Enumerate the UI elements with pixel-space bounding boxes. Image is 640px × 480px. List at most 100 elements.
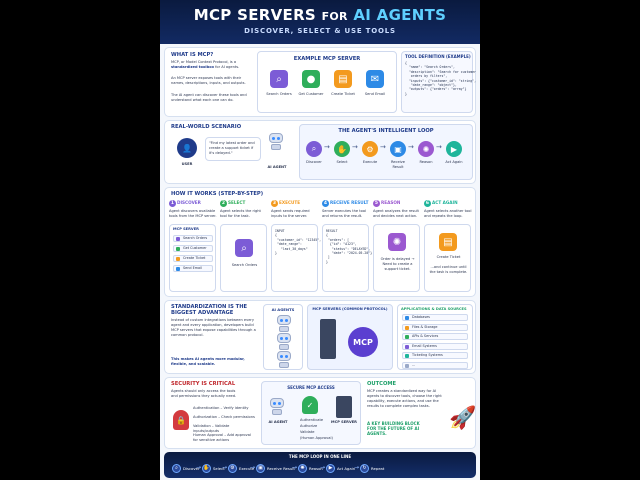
what-paragraph-1: MCP, or Model Context Protocol, is a sta… [171,60,240,69]
step-description: Agent analyzes the result and decides ne… [373,209,419,218]
arrow-right-icon: → [352,143,358,151]
security-outcome-section: SECURITY IS CRITICAL Agents should only … [164,377,476,449]
tool-label: Search Orders [266,92,292,96]
arrow-right-icon: → [196,464,202,471]
app-source-item: Databases [402,314,468,321]
app-source-item: ... [402,361,468,369]
loop-step-label: Receive Result [390,160,406,169]
footer-loop-item: ▶Act Again [326,463,355,473]
server-tool-item: Send Email [173,265,213,272]
magnifier-icon: ⌕ [270,70,288,88]
tool-dot-icon [176,237,180,241]
step-description: Agent selects another tool and repeats t… [424,209,472,218]
robot-icon [277,333,291,350]
step-card: INPUT { "customer_id": "12345", "date_ra… [271,224,321,292]
security-item: Authorization – Check permissions [193,415,255,419]
shield-check-icon: ✓ [302,396,318,414]
tool-dot-icon [176,257,180,261]
tool-label: Get Customer [298,92,324,96]
tool-label: Create Ticket [331,92,355,96]
app-source-item: APIs & Services [402,333,468,340]
step-description: Server executes the tool and returns the… [322,209,367,218]
loop-step-label: Discover [306,160,322,164]
step-description: Agent sends required inputs to the serve… [271,209,310,218]
user-quote-bubble: "Find my latest order and create a suppo… [205,137,261,161]
robot-icon [269,133,283,150]
app-source-item: Ticketing Systems [402,352,468,359]
loop-step-icon: ⚙ [362,141,378,157]
tool-dot-icon [176,267,180,271]
footer-loop-item: ✋Select [202,463,225,473]
loop-step-icon: ⌕ [306,141,322,157]
loop-step-label: Execute [362,160,378,164]
magnifier-icon: ⌕ [235,239,253,257]
app-dot-icon [405,316,409,320]
section-title: WHAT IS MCP? [171,52,214,58]
loop-step-label: Act Again [445,160,463,164]
arrow-right-icon: → [380,143,386,151]
app-source-item: Files & Storage [402,323,468,331]
loop-step-icon: ▣ [390,141,406,157]
server-tool-item: Get Customer [173,245,213,252]
app-dot-icon [405,363,409,368]
what-paragraph-2: An MCP server exposes tools with their n… [171,76,246,85]
app-dot-icon [405,335,409,339]
footer-loop-item: ▣Receive Result [256,463,295,473]
tool-definition-code: { "name": "Search Orders", "description"… [405,61,477,96]
secure-access-card: SECURE MCP ACCESS AI AGENT ✓ Authenticat… [261,381,361,445]
mcp-servers-card: MCP SERVERS (COMMON PROTOCOL) MCP [307,304,393,370]
arrow-right-icon: → [222,464,228,471]
check-item: (Human Approval) [300,436,333,440]
step-description: Agent selects the right tool for the tas… [220,209,261,218]
envelope-icon: ✉ [366,70,384,88]
loop-step-icon: ⚙ [228,463,237,473]
arrow-right-icon: → [250,464,256,471]
arrow-right-icon: → [324,143,330,151]
arrow-right-icon: → [292,464,298,471]
check-item: Authorize [300,424,318,428]
footer-loop-item: ⚙Execute [228,463,254,473]
poster-header: MCP SERVERS FOR AI AGENTS DISCOVER, SELE… [160,0,480,44]
loop-step-icon: ✺ [298,463,307,473]
loop-step-icon: ⌕ [172,463,181,473]
result-code: RESULT { "orders": [ {"id": "A123", "sta… [326,229,373,264]
user-icon: 👤 [177,138,197,158]
loop-step-icon: ↻ [360,463,369,473]
loop-step-icon: ✋ [202,463,211,473]
step-description: Agent discovers available tools from the… [169,209,217,218]
loop-step-icon: ✺ [418,141,434,157]
mcp-hub-badge: MCP [348,327,378,357]
robot-icon [277,315,291,332]
shield-lock-icon: 🔒 [173,410,189,430]
footer-loop-item: ⌕Discover [172,463,200,473]
server-tool-item: Create Ticket [173,255,213,262]
security-item: Human Approval – Add approval for sensit… [193,433,251,442]
loop-step-label: Select [336,160,348,164]
what-paragraph-3: The AI agent can discover these tools an… [171,93,247,102]
what-is-mcp-section: WHAT IS MCP? MCP, or Model Context Proto… [164,47,476,117]
step-card: ✺Order is delayed → Need to create a sup… [373,224,420,292]
scenario-section: REAL-WORLD SCENARIO 👤 USER "Find my late… [164,120,476,184]
server-tool-item: Search Orders [173,235,213,242]
poster-subtitle: DISCOVER, SELECT & USE TOOLS [244,27,396,35]
loop-step-icon: ▣ [256,463,265,473]
ticket-icon: ▤ [439,233,457,251]
arrow-right-icon: → [354,464,360,471]
tool-label: Send Email [364,92,386,96]
person-icon: ● [302,70,320,88]
footer-loop-bar: THE MCP LOOP IN ONE LINE ⌕Discover→✋Sele… [164,452,476,478]
footer-loop-item: ↻Repeat [360,463,384,473]
brain-icon: ✺ [388,233,406,251]
arrow-right-icon: → [320,464,326,471]
